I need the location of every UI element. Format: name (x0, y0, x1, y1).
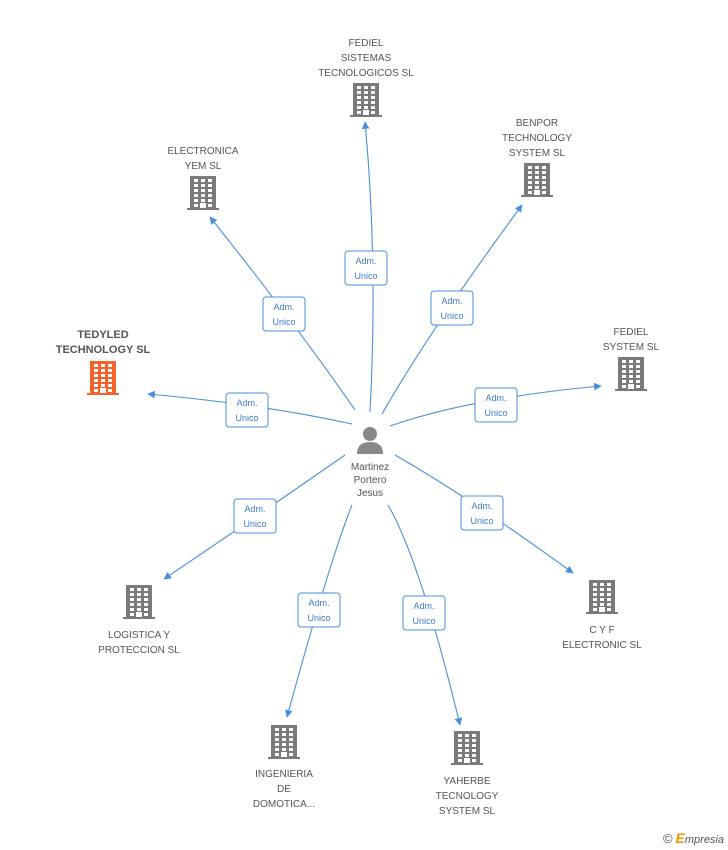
role-text: Adm. (471, 501, 492, 511)
edge-ingenieria (285, 504, 353, 718)
building-icon[interactable] (187, 176, 219, 210)
company-node-benpor[interactable]: BENPOR TECHNOLOGY SYSTEM SL (502, 118, 572, 197)
company-name-line: INGENIERIA (255, 769, 313, 780)
company-name-line: TECHNOLOGY SL (56, 344, 151, 356)
company-name-line: LOGISTICA Y (108, 630, 170, 641)
role-badge-cyf[interactable]: Adm. Unico (460, 495, 504, 531)
building-icon[interactable] (451, 731, 483, 765)
role-text: Adm. (441, 296, 462, 306)
role-text: Adm. (244, 504, 265, 514)
role-badge-tedyled[interactable]: Adm. Unico (225, 392, 269, 428)
company-name-line: ELECTRONICA (167, 146, 238, 157)
role-text: Adm. (413, 601, 434, 611)
building-icon[interactable] (586, 580, 618, 614)
role-badge-fediel-system[interactable]: Adm. Unico (474, 387, 518, 423)
role-badge-logistica[interactable]: Adm. Unico (233, 498, 277, 534)
role-badge-benpor[interactable]: Adm. Unico (430, 290, 474, 326)
company-node-cyf[interactable]: C Y F ELECTRONIC SL (562, 580, 642, 651)
role-text: Unico (440, 311, 463, 321)
company-name-line: PROTECCION SL (98, 645, 180, 656)
person-name-line: Jesus (357, 488, 383, 499)
brand-name: mpresia (684, 834, 724, 846)
role-text: Adm. (485, 393, 506, 403)
company-node-electronica-yem[interactable]: ELECTRONICA YEM SL (167, 146, 239, 210)
company-name-line: DOMOTICA... (253, 799, 315, 810)
company-node-fediel-sistemas[interactable]: FEDIEL SISTEMAS TECNOLOGICOS SL (318, 38, 414, 117)
company-name-line: YAHERBE (443, 776, 490, 787)
edge-yaherbe (387, 504, 463, 726)
company-node-logistica[interactable]: LOGISTICA Y PROTECCION SL (98, 585, 180, 656)
role-text: Unico (307, 613, 330, 623)
role-text: Unico (272, 317, 295, 327)
copyright-icon: © (662, 831, 673, 846)
role-badge-electronica-yem[interactable]: Adm. Unico (262, 296, 306, 332)
company-name-line: TECHNOLOGY (502, 133, 572, 144)
role-text: Adm. (236, 398, 257, 408)
edges-layer (147, 121, 602, 726)
person-name-line: Martinez (351, 462, 389, 473)
role-badge-fediel-sistemas[interactable]: Adm. Unico (344, 250, 388, 286)
roles-layer: Adm.UnicoAdm.UnicoAdm.UnicoAdm.UnicoAdm.… (225, 250, 518, 631)
company-name-line: C Y F (589, 625, 614, 636)
role-badge-yaherbe[interactable]: Adm. Unico (402, 595, 446, 631)
person-icon (357, 427, 383, 454)
company-node-fediel-system[interactable]: FEDIEL SYSTEM SL (603, 327, 660, 391)
role-text: Adm. (308, 598, 329, 608)
building-icon[interactable] (123, 585, 155, 619)
company-name-line: FEDIEL (613, 327, 648, 338)
building-icon[interactable] (87, 361, 119, 395)
role-text: Adm. (355, 256, 376, 266)
company-node-tedyled[interactable]: TEDYLED TECHNOLOGY SL (56, 329, 151, 395)
footer-brand[interactable]: ©Empresia (663, 830, 724, 846)
company-name-line: TECNOLOGY (436, 791, 499, 802)
person-name-line: Portero (354, 475, 387, 486)
building-icon[interactable] (350, 83, 382, 117)
role-text: Unico (484, 408, 507, 418)
role-text: Unico (412, 616, 435, 626)
building-icon[interactable] (521, 163, 553, 197)
company-name-line: FEDIEL (348, 38, 383, 49)
company-node-yaherbe[interactable]: YAHERBE TECNOLOGY SYSTEM SL (436, 731, 499, 817)
role-text: Unico (470, 516, 493, 526)
role-text: Unico (235, 413, 258, 423)
building-icon[interactable] (268, 725, 300, 759)
company-name-line: BENPOR (516, 118, 558, 129)
company-node-ingenieria[interactable]: INGENIERIA DE DOMOTICA... (253, 725, 315, 810)
company-name-line: TEDYLED (77, 329, 128, 341)
company-name-line: SYSTEM SL (603, 342, 660, 353)
company-name-line: YEM SL (185, 161, 222, 172)
brand-logo-letter: E (675, 830, 685, 846)
role-text: Unico (354, 271, 377, 281)
role-text: Adm. (273, 302, 294, 312)
role-text: Unico (243, 519, 266, 529)
company-name-line: SYSTEM SL (509, 148, 566, 159)
company-name-line: SYSTEM SL (439, 806, 496, 817)
building-icon[interactable] (615, 357, 647, 391)
company-name-line: SISTEMAS (341, 53, 392, 64)
company-name-line: DE (277, 784, 291, 795)
company-name-line: ELECTRONIC SL (562, 640, 642, 651)
role-badge-ingenieria[interactable]: Adm. Unico (297, 592, 341, 628)
company-name-line: TECNOLOGICOS SL (318, 68, 414, 79)
